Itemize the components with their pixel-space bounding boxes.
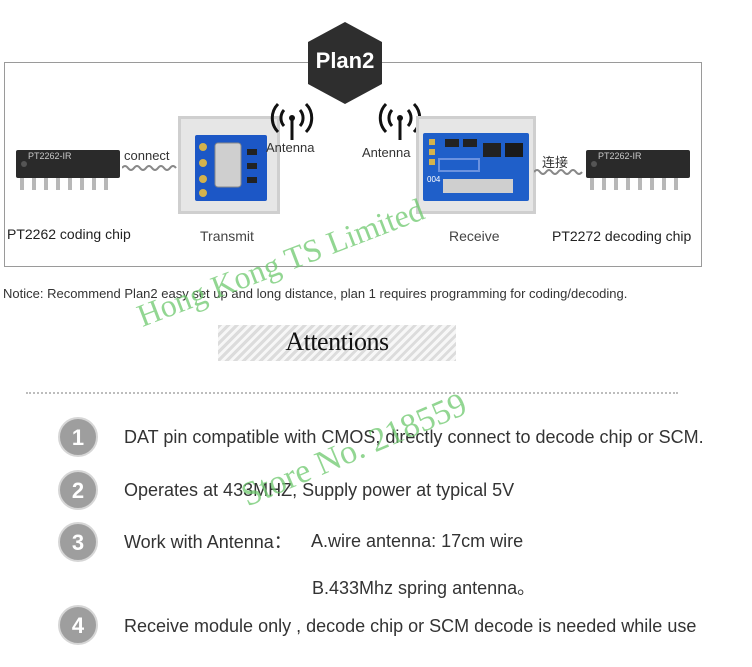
attention-item-3: Work with Antenna：: [124, 532, 292, 552]
number-badge-4: 4: [58, 605, 98, 645]
rx-antenna-label: Antenna: [362, 145, 411, 160]
attention-item-3-option-b: B.433Mhz spring antenna。: [312, 578, 536, 598]
number-badge-label: 3: [71, 530, 85, 555]
number-badge-3: 3: [58, 522, 98, 562]
number-badge-label: 1: [71, 425, 85, 450]
attention-item-4: Receive module only , decode chip or SCM…: [124, 616, 697, 636]
attentions-header: Attentions: [218, 325, 456, 361]
plan2-badge-label: Plan2: [315, 48, 375, 73]
receive-module-frame: 004: [416, 116, 536, 214]
pt2262-chip-marking: PT2262-IR: [28, 151, 72, 161]
transmit-module-frame: [178, 116, 280, 214]
wire-right: [534, 169, 583, 175]
hexagon-badge-shape: [308, 22, 382, 104]
plan2-badge: Plan2: [308, 22, 382, 104]
number-badge-label: 4: [71, 613, 85, 638]
wire-left: [122, 165, 177, 171]
number-badge-2: 2: [58, 470, 98, 510]
attention-item-2: Operates at 433MHZ, Supply power at typi…: [124, 480, 515, 500]
pt2272-chip-marking: PT2262-IR: [598, 151, 642, 161]
pt2272-label: PT2272 decoding chip: [552, 228, 692, 244]
number-badge-label: 2: [71, 478, 85, 503]
notice-text: Notice: Recommend Plan2 easy set up and …: [3, 286, 628, 301]
pt2262-chip: PT2262-IR: [14, 148, 122, 199]
number-badge-1: 1: [58, 417, 98, 457]
connect-label: connect: [124, 148, 170, 163]
tx-antenna-label: Antenna: [266, 140, 315, 155]
rx-board-marking: 004: [427, 175, 441, 184]
dotted-divider: [26, 392, 678, 394]
pt2262-label: PT2262 coding chip: [7, 226, 131, 242]
transmit-label: Transmit: [200, 228, 254, 244]
connect-label-cn: 连接: [542, 155, 569, 170]
receive-module: [423, 133, 529, 201]
antenna-icon: [270, 102, 314, 140]
pt2272-chip: PT2262-IR: [584, 148, 692, 199]
transmit-module: [195, 135, 267, 201]
attention-item-3-option-a: A.wire antenna: 17cm wire: [311, 531, 524, 551]
attention-item-1: DAT pin compatible with CMOS, directly c…: [124, 427, 704, 447]
receive-label: Receive: [449, 228, 500, 244]
attentions-title: Attentions: [285, 327, 389, 356]
